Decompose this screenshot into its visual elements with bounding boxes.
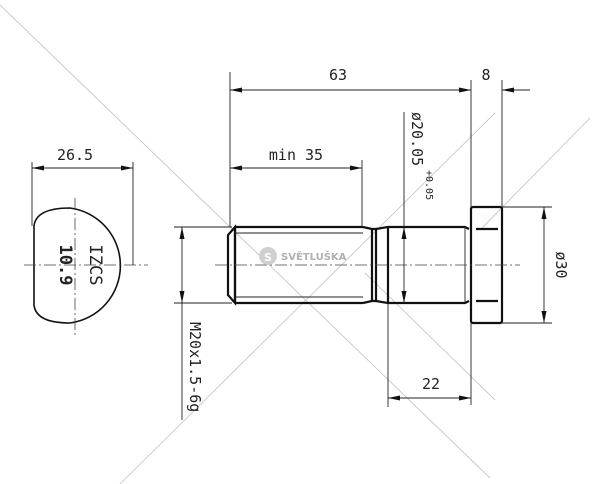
dim-head-height: 8 <box>481 66 530 207</box>
dim-shank-length: 22 <box>387 303 472 407</box>
bolt-side-view <box>215 205 520 325</box>
watermark-logo: S SVĚTLUŠKA <box>259 247 347 265</box>
dim-head-diameter: ø30 <box>502 206 570 324</box>
svg-text:63: 63 <box>329 66 347 84</box>
head-marking-line1: IZCS <box>85 245 105 286</box>
svg-text:min 35: min 35 <box>269 146 323 164</box>
watermark-logo-icon <box>259 247 277 265</box>
dim-thread-spec: M20x1.5-6g <box>174 226 232 420</box>
svg-text:ø30: ø30 <box>552 251 570 278</box>
svg-text:M20x1.5-6g: M20x1.5-6g <box>186 322 204 412</box>
svg-text:ø20.05: ø20.05 <box>408 112 426 166</box>
svg-text:8: 8 <box>481 66 490 84</box>
watermark-logo-letter: S <box>264 251 272 264</box>
watermark-text: SVĚTLUŠKA <box>281 250 347 263</box>
svg-text:+0.05: +0.05 <box>423 170 434 200</box>
dim-thread-length: min 35 <box>230 146 363 227</box>
head-marking-line2: 10.9 <box>55 245 75 286</box>
head-end-view: 26.5 IZCS 10.9 <box>24 146 148 335</box>
watermark-lines <box>0 4 591 484</box>
dim-overall-length: 63 <box>229 66 472 227</box>
dim-head-width: 26.5 <box>57 146 93 164</box>
dim-shank-diameter: ø20.05 +0.05 <box>401 112 434 303</box>
svg-text:22: 22 <box>422 375 440 393</box>
